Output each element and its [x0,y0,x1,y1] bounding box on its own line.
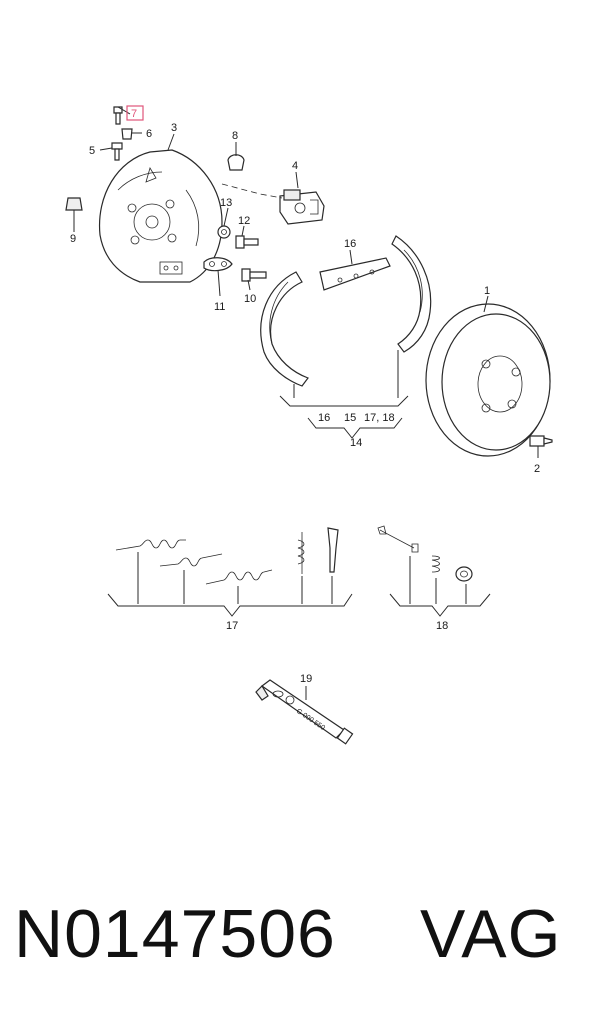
wheel-cylinder-part [279,189,325,225]
exploded-parts-diagram: G 000 550 7 6 5 3 8 4 9 13 12 11 10 16 1… [65,105,553,745]
grease-tube-part: G 000 550 [255,679,354,745]
screw-5-part [111,142,123,161]
callout-1: 1 [484,285,490,297]
callout-7: 7 [131,108,137,120]
callout-11: 11 [214,301,225,313]
callout-3: 3 [171,122,177,134]
clip-11-part [203,257,233,272]
callout-5: 5 [89,145,95,157]
callout-19: 19 [300,673,312,685]
callout-2: 2 [534,463,540,475]
dust-cap-part [121,128,133,140]
backing-plate-part [98,149,223,283]
brake-shoe-right-part [391,235,432,353]
callout-group-15: 15 [344,412,356,424]
bolt-10-part [241,268,267,282]
callout-10: 10 [244,293,256,305]
brand-name: VAG [420,896,562,972]
callout-12: 12 [238,215,250,227]
callout-13: 13 [220,197,232,209]
bolt-12-part [235,235,259,249]
callout-9: 9 [70,233,76,245]
footer: N0147506 VAG [0,888,600,988]
brake-drum-part [425,303,551,457]
bleeder-valve-part [113,106,123,125]
washer-13-part [217,225,231,239]
plug-9-part [65,197,83,226]
brake-shoe-left-part [260,271,309,387]
drum-screw-2-part [529,435,553,447]
callout-16-top: 16 [344,238,356,250]
highlight-box [126,105,144,121]
part-number: N0147506 [14,896,336,972]
callout-group-16: 16 [318,412,330,424]
callout-18: 18 [436,620,448,632]
callout-17: 17 [226,620,238,632]
cap-8-part [227,154,245,171]
adjuster-16-part [319,257,391,291]
callout-4: 4 [292,160,298,172]
callout-14: 14 [350,437,362,449]
callout-8: 8 [232,130,238,142]
spring-kit-17-part [107,527,353,617]
hold-down-kit-18-part [377,525,491,617]
callout-6: 6 [146,128,152,140]
callout-group-17-18: 17, 18 [364,412,395,424]
